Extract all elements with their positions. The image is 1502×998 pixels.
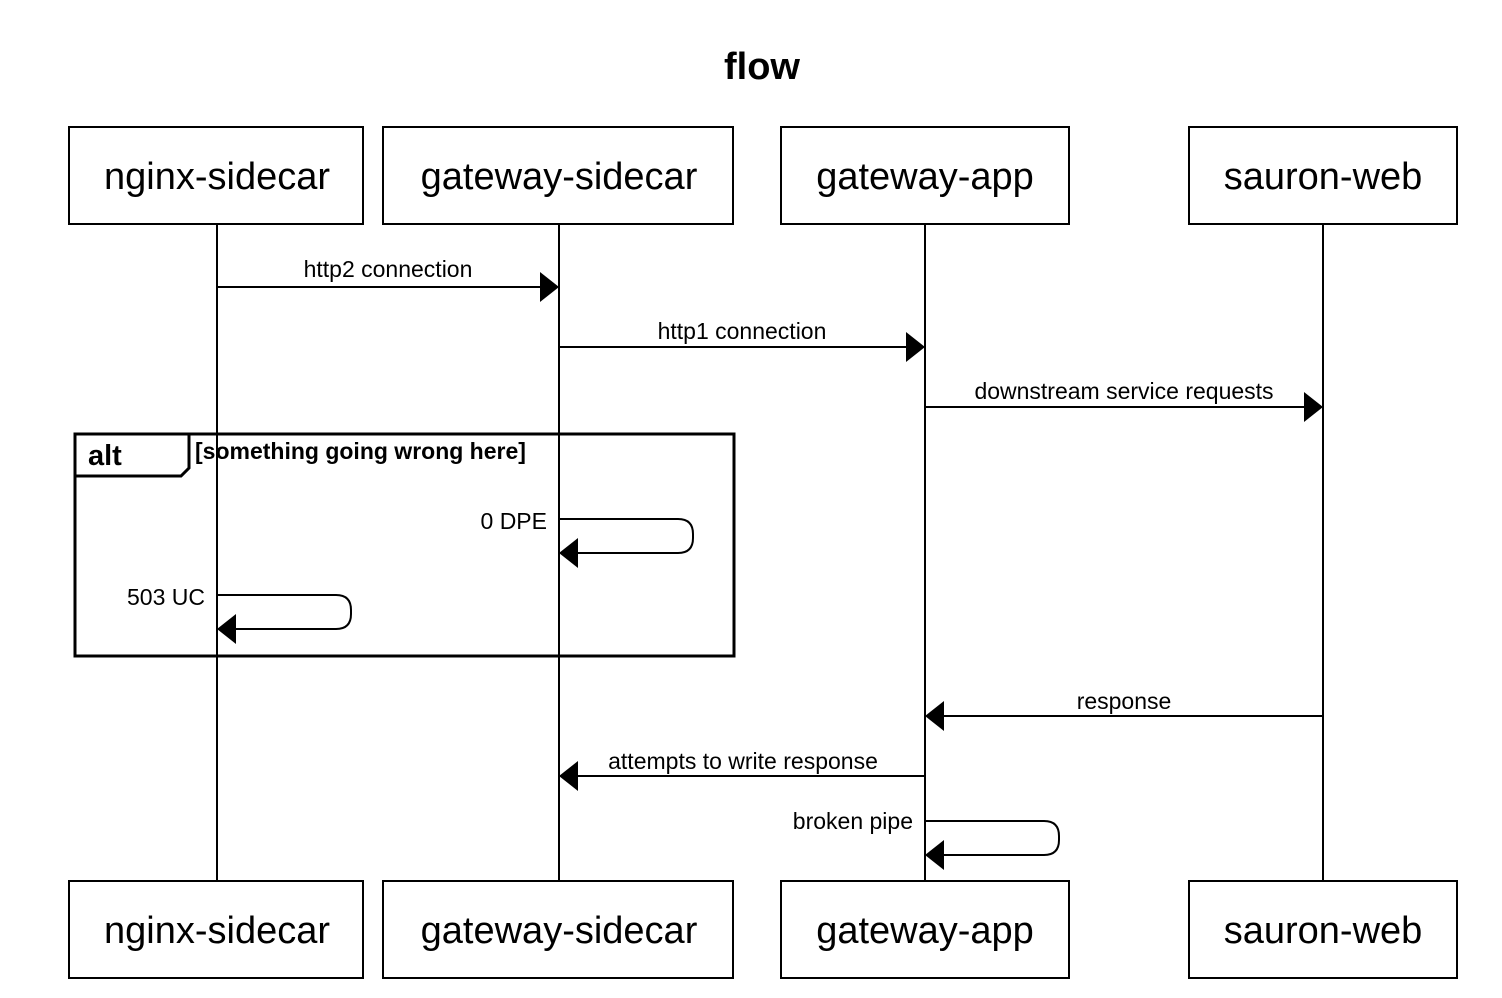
self-message-broken-pipe: broken pipe xyxy=(793,808,1060,870)
message-attempts-to-write-response: attempts to write response xyxy=(559,748,925,791)
participant-label: gateway-sidecar xyxy=(421,910,698,952)
message-label: 503 UC xyxy=(127,584,205,610)
arrowhead-icon xyxy=(906,332,925,362)
participant-label: nginx-sidecar xyxy=(104,910,330,952)
participants-bottom: nginx-sidecar gateway-sidecar gateway-ap… xyxy=(68,880,1458,979)
arrowhead-icon xyxy=(217,614,236,644)
message-http1-connection: http1 connection xyxy=(559,318,925,362)
message-downstream-service-requests: downstream service requests xyxy=(925,378,1323,422)
alt-fragment: alt [something going wrong here] xyxy=(73,432,736,658)
message-label: downstream service requests xyxy=(974,378,1273,404)
diagram-title: flow xyxy=(724,46,800,88)
arrowhead-icon xyxy=(540,272,559,302)
message-response: response xyxy=(925,688,1323,731)
alt-condition: [something going wrong here] xyxy=(195,438,526,464)
arrowhead-icon xyxy=(925,701,944,731)
message-label: 0 DPE xyxy=(481,508,547,534)
message-http2-connection: http2 connection xyxy=(217,256,559,302)
participant-nginx-sidecar-bottom: nginx-sidecar xyxy=(68,880,364,979)
alt-keyword: alt xyxy=(88,440,122,472)
arrowhead-icon xyxy=(559,761,578,791)
arrowhead-icon xyxy=(925,840,944,870)
self-message-503-uc: 503 UC xyxy=(127,584,352,644)
message-label: http2 connection xyxy=(304,256,473,282)
participant-label: sauron-web xyxy=(1224,156,1423,198)
message-label: broken pipe xyxy=(793,808,913,834)
lifelines xyxy=(216,225,1324,881)
participant-nginx-sidecar-top: nginx-sidecar xyxy=(68,126,364,225)
self-message-0-dpe: 0 DPE xyxy=(481,508,694,568)
participant-sauron-web-bottom: sauron-web xyxy=(1188,880,1458,979)
participant-label: sauron-web xyxy=(1224,910,1423,952)
participant-sauron-web-top: sauron-web xyxy=(1188,126,1458,225)
alt-tab xyxy=(75,434,191,478)
participant-label: gateway-app xyxy=(816,156,1034,198)
participants-top: nginx-sidecar gateway-sidecar gateway-ap… xyxy=(68,126,1458,225)
arrowhead-icon xyxy=(559,538,578,568)
participant-label: gateway-sidecar xyxy=(421,156,698,198)
message-label: response xyxy=(1077,688,1172,714)
participant-gateway-app-bottom: gateway-app xyxy=(780,880,1070,979)
message-label: http1 connection xyxy=(658,318,827,344)
participant-gateway-sidecar-top: gateway-sidecar xyxy=(382,126,734,225)
participant-label: gateway-app xyxy=(816,910,1034,952)
participant-gateway-sidecar-bottom: gateway-sidecar xyxy=(382,880,734,979)
arrowhead-icon xyxy=(1304,392,1323,422)
participant-label: nginx-sidecar xyxy=(104,156,330,198)
participant-gateway-app-top: gateway-app xyxy=(780,126,1070,225)
message-label: attempts to write response xyxy=(608,748,878,774)
